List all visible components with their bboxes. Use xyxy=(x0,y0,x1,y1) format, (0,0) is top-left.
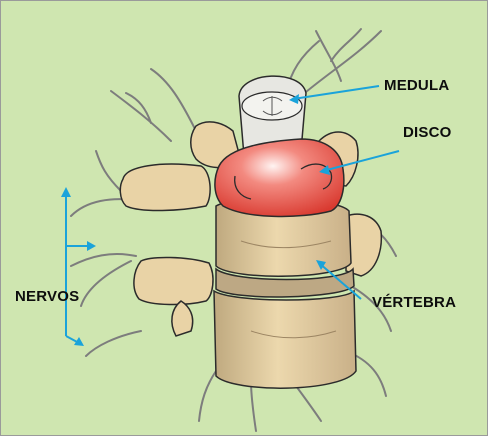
label-nervos: NERVOS xyxy=(15,288,79,305)
label-disco: DISCO xyxy=(403,124,452,141)
vertebral-body xyxy=(214,199,356,388)
label-medula: MEDULA xyxy=(384,77,449,94)
label-vertebra: VÉRTEBRA xyxy=(372,294,456,311)
